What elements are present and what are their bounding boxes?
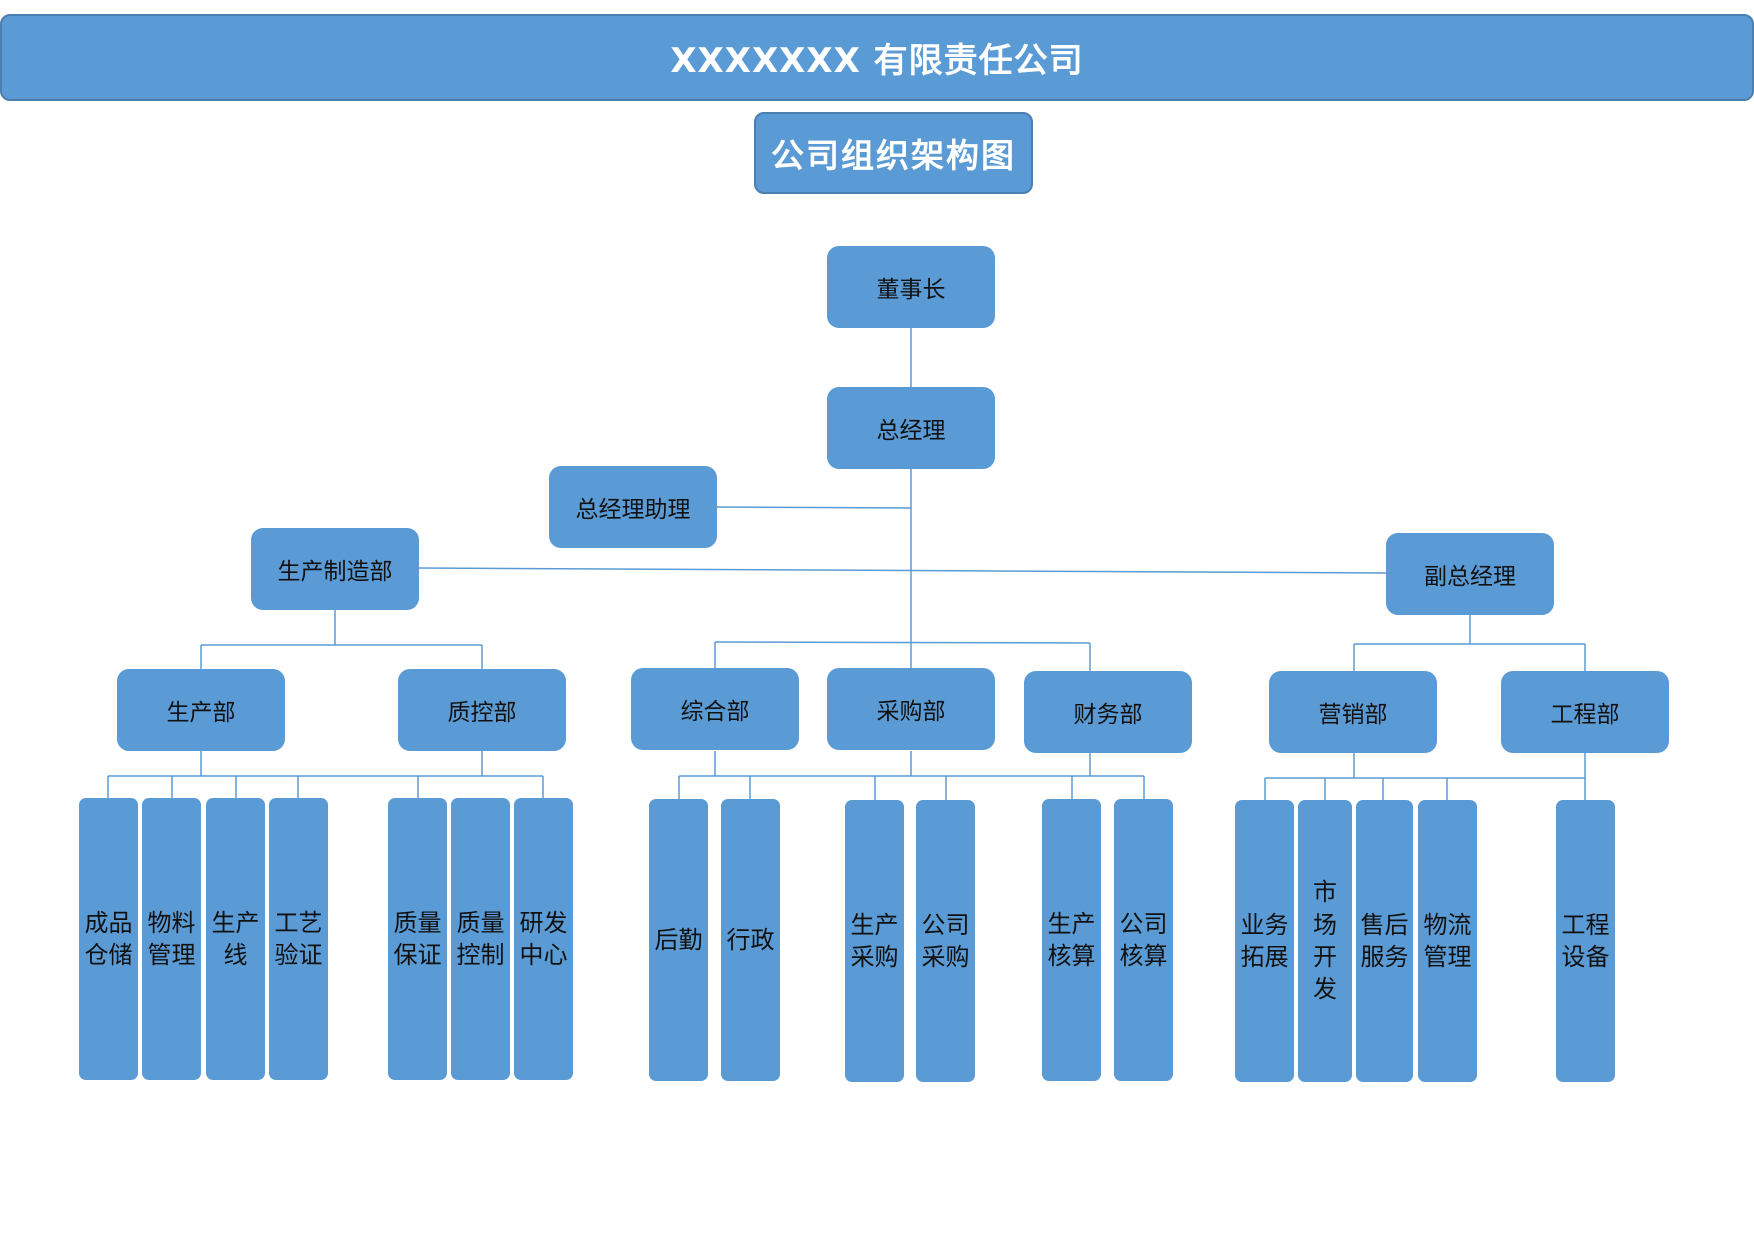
engineering-dept-node: 工程部 <box>1501 671 1669 753</box>
unit-engineering-equipment: 工程设备 <box>1556 800 1615 1082</box>
unit-quality-control: 质量控制 <box>451 798 510 1080</box>
chart-title: 公司组织架构图 <box>771 136 1016 175</box>
connector-gm-assistant <box>716 506 912 509</box>
unit-quality-assurance: 质量保证 <box>388 798 447 1080</box>
production-manufacturing-label: 生产制造部 <box>277 559 393 585</box>
marketing-dept-label: 营销部 <box>1318 702 1388 728</box>
unit-materials-management: 物料管理 <box>142 798 201 1080</box>
unit-administration: 行政 <box>721 799 780 1081</box>
chairman-label: 董事长 <box>876 277 946 303</box>
general-affairs-dept-label: 综合部 <box>680 699 750 725</box>
marketing-dept-node: 营销部 <box>1269 671 1437 753</box>
chairman-node: 董事长 <box>827 246 995 328</box>
deputy-gm-label: 副总经理 <box>1424 564 1516 590</box>
unit-rnd-center: 研发中心 <box>514 798 573 1080</box>
gm-assistant-label: 总经理助理 <box>575 497 691 523</box>
unit-logistics-support: 后勤 <box>649 799 708 1081</box>
deputy-gm-node: 副总经理 <box>1386 533 1554 615</box>
engineering-dept-label: 工程部 <box>1550 702 1620 728</box>
quality-dept-label: 质控部 <box>447 700 517 726</box>
production-manufacturing-node: 生产制造部 <box>251 528 419 610</box>
general-affairs-dept-node: 综合部 <box>631 668 799 750</box>
unit-production-line: 生产线 <box>206 798 265 1080</box>
finance-dept-label: 财务部 <box>1073 702 1143 728</box>
finance-dept-node: 财务部 <box>1024 671 1192 753</box>
unit-company-purchasing: 公司采购 <box>916 800 975 1082</box>
company-title-banner: XXXXXXX 有限责任公司 <box>0 14 1754 101</box>
company-title: XXXXXXX 有限责任公司 <box>670 41 1084 81</box>
connector-center-bar <box>714 641 1091 644</box>
general-manager-node: 总经理 <box>827 387 995 469</box>
connector-level-branch <box>418 567 1387 574</box>
unit-production-accounting: 生产核算 <box>1042 799 1101 1081</box>
unit-company-accounting: 公司核算 <box>1114 799 1173 1081</box>
gm-assistant-node: 总经理助理 <box>549 466 717 548</box>
quality-dept-node: 质控部 <box>398 669 566 751</box>
unit-production-purchasing: 生产采购 <box>845 800 904 1082</box>
unit-process-validation: 工艺验证 <box>269 798 328 1080</box>
unit-logistics-management: 物流管理 <box>1418 800 1477 1082</box>
unit-market-development: 市场开发 <box>1298 800 1352 1082</box>
unit-after-sales-service: 售后服务 <box>1356 800 1413 1082</box>
purchasing-dept-label: 采购部 <box>876 699 946 725</box>
production-dept-node: 生产部 <box>117 669 285 751</box>
general-manager-label: 总经理 <box>876 418 946 444</box>
unit-business-development: 业务拓展 <box>1235 800 1294 1082</box>
purchasing-dept-node: 采购部 <box>827 668 995 750</box>
unit-finished-goods-storage: 成品仓储 <box>79 798 138 1080</box>
production-dept-label: 生产部 <box>166 700 236 726</box>
chart-title-box: 公司组织架构图 <box>754 112 1033 194</box>
